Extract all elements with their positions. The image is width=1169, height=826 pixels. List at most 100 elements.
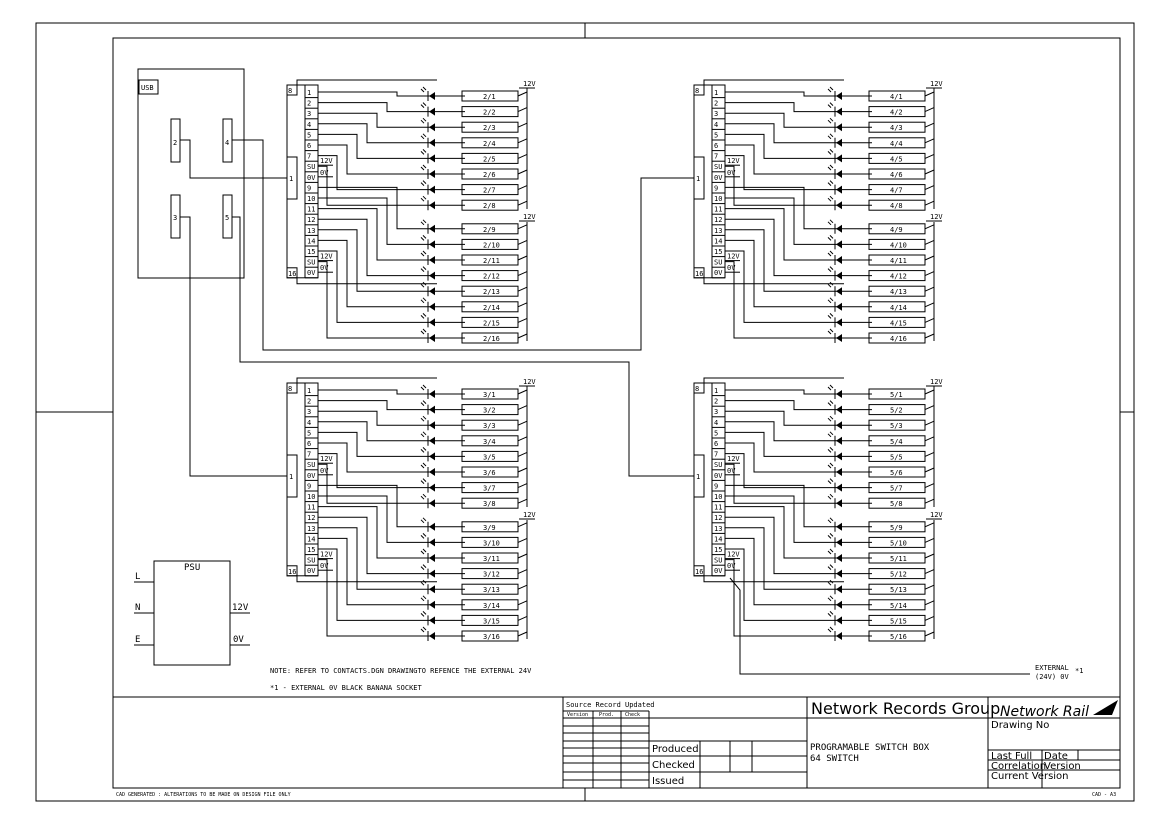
footer-cad: CAD - A3 (1092, 792, 1116, 798)
switch-label: 3/10 (483, 539, 500, 547)
switch-label: 5/7 (890, 485, 903, 493)
pin-label: 1 (714, 387, 718, 395)
pin-label: 9 (714, 482, 718, 490)
pin-label: 0V (307, 472, 316, 480)
led-symbol (836, 554, 842, 562)
bank-label: 8 (288, 385, 292, 393)
rail-12v-label: 12V (523, 213, 536, 221)
psu-output-0v: 0V (233, 635, 244, 645)
switch-label: 3/15 (483, 617, 500, 625)
led-symbol (836, 499, 842, 508)
network-rail-logo-mark (1093, 700, 1118, 715)
pin-label: 7 (714, 153, 718, 161)
pin-label: 0V (714, 567, 723, 575)
supply-0v-label: 0V (320, 264, 329, 272)
led-symbol (429, 522, 435, 531)
psu: PSU L N E 12V 0V (134, 560, 250, 666)
switch-label: 2/4 (483, 140, 496, 148)
switch-module-3: 81611234567SU0V9101112131415SU0V12V0V12V… (286, 377, 536, 642)
led-symbol (836, 600, 842, 609)
switch-module-4: 81611234567SU0V9101112131415SU0V12V0V12V… (693, 79, 943, 344)
switch-label: 4/14 (890, 304, 907, 312)
led-symbol (836, 185, 842, 194)
supply-12v-label: 12V (320, 551, 333, 559)
connector-corner (286, 84, 298, 96)
pin-label: SU (307, 163, 315, 171)
led-symbol (429, 405, 435, 414)
issued-label: Issued (652, 776, 684, 787)
switch-label: 3/2 (483, 407, 496, 415)
pin-label: 5 (714, 429, 718, 437)
pin-label: SU (714, 163, 722, 171)
module-input (693, 454, 705, 498)
pin-label: 15 (714, 546, 722, 554)
drawing-subtitle: 64 SWITCH (810, 754, 859, 764)
current-version-label: Current Version (991, 771, 1069, 782)
led-symbol (836, 201, 842, 210)
col-prod: Prod. (599, 712, 614, 718)
supply-0v-label: 0V (320, 169, 329, 177)
led-symbol (429, 318, 435, 327)
switch-label: 2/15 (483, 319, 500, 327)
led-symbol (429, 271, 435, 280)
pin-label: 4 (714, 121, 718, 129)
supply-12v-label: 12V (727, 551, 740, 559)
pin-label: SU (714, 557, 722, 565)
pin-label: 11 (307, 504, 315, 512)
switch-label: 5/13 (890, 586, 907, 594)
pin-label: 0V (307, 567, 316, 575)
led-symbol (836, 585, 842, 594)
switch-label: 4/2 (890, 109, 903, 117)
supply-0v-label: 0V (727, 264, 736, 272)
switch-label: 5/12 (890, 571, 907, 579)
switch-label: 2/10 (483, 241, 500, 249)
pin-label: 1 (714, 89, 718, 97)
pin-label: 4 (307, 419, 311, 427)
switch-label: 5/6 (890, 469, 903, 477)
psu-output-12v: 12V (232, 603, 249, 613)
switch-label: 4/12 (890, 273, 907, 281)
pin-label: 12 (714, 216, 722, 224)
led-symbol (836, 170, 842, 178)
pin-label: 3 (307, 408, 311, 416)
switch-label: 3/6 (483, 469, 496, 477)
supply-12v-label: 12V (320, 455, 333, 463)
pin-label: 14 (714, 535, 722, 543)
module-input (286, 454, 298, 498)
led-symbol (836, 154, 842, 163)
led-symbol (836, 483, 842, 492)
led-symbol (836, 468, 842, 476)
led-symbol (836, 569, 842, 578)
usb-port-4: 4 (225, 139, 229, 147)
led-symbol (429, 224, 435, 233)
led-symbol (429, 256, 435, 264)
switch-label: 2/2 (483, 109, 496, 117)
pin-label: 7 (307, 153, 311, 161)
switch-label: 2/3 (483, 124, 496, 132)
external-connection: EXTERNAL (24V) 0V *1 (729, 577, 1083, 681)
pin-label: 10 (714, 493, 722, 501)
led-symbol (429, 538, 435, 547)
usb-wiring (180, 139, 694, 477)
end-label: 16 (695, 568, 703, 576)
led-symbol (836, 256, 842, 264)
rail-12v-label: 12V (523, 511, 536, 519)
psu-input-e: E (135, 635, 140, 645)
switch-modules: 81611234567SU0V9101112131415SU0V12V0V12V… (286, 79, 943, 642)
switch-label: 4/4 (890, 140, 903, 148)
pin-label: 10 (714, 195, 722, 203)
end-label: 16 (288, 568, 296, 576)
pin-label: 9 (307, 184, 311, 192)
rail-12v-label: 12V (930, 378, 943, 386)
switch-module-5: 81611234567SU0V9101112131415SU0V12V0V12V… (693, 377, 943, 642)
switch-label: 5/9 (890, 524, 903, 532)
switch-label: 2/6 (483, 171, 496, 179)
end-label: 16 (695, 270, 703, 278)
pin-label: SU (307, 461, 315, 469)
pin-label: 11 (714, 504, 722, 512)
switch-label: 3/1 (483, 391, 496, 399)
switch-label: 3/14 (483, 602, 500, 610)
led-symbol (429, 170, 435, 178)
pin-label: 4 (307, 121, 311, 129)
led-symbol (836, 123, 842, 132)
